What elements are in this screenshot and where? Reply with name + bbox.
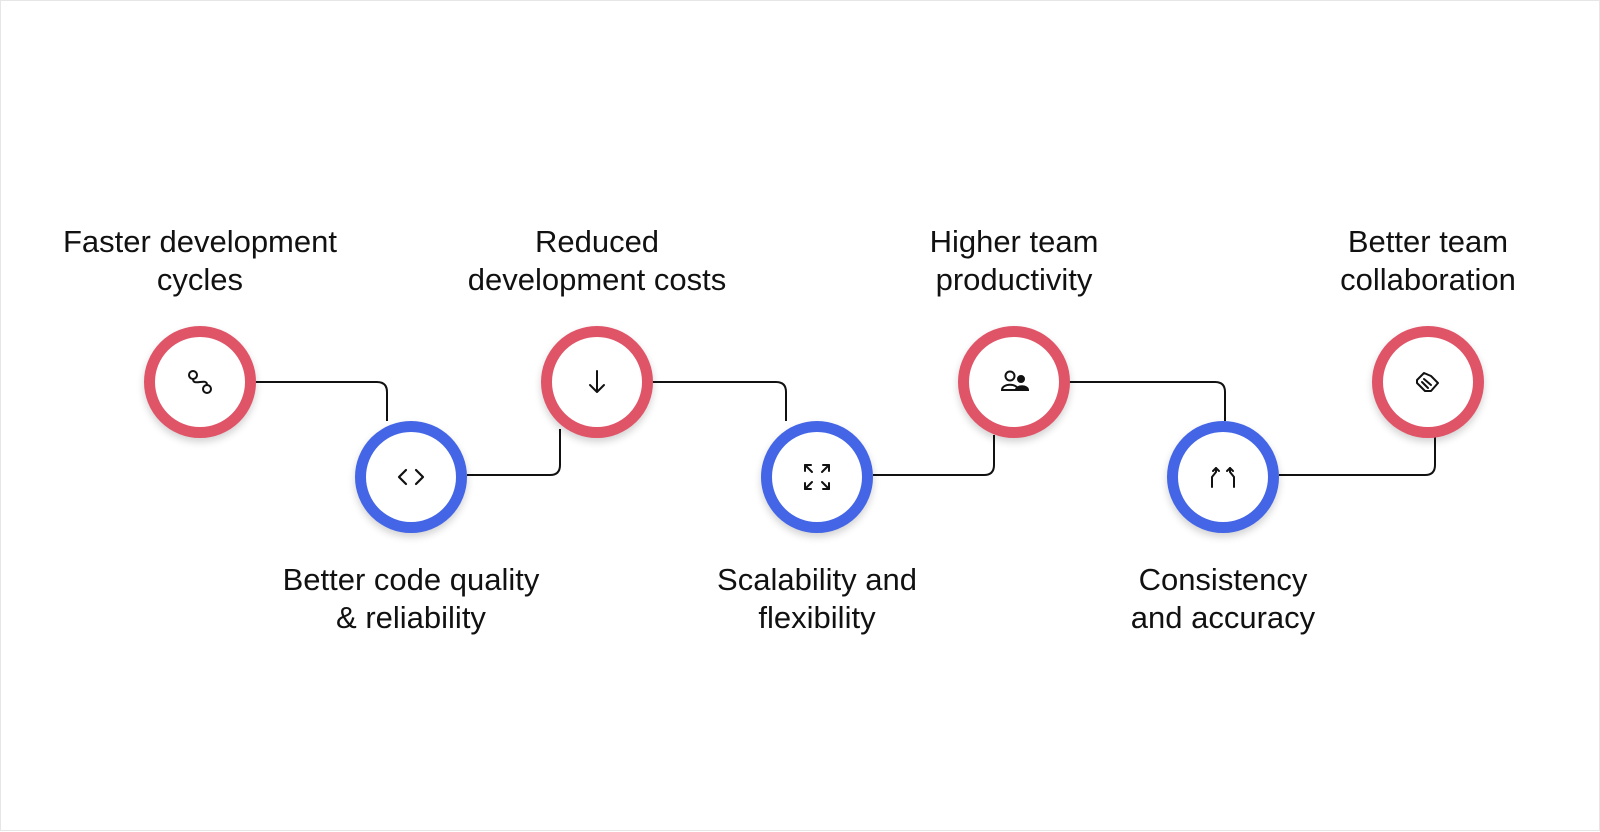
expand-icon [804,464,830,490]
label-faster-development: Faster development cycles [35,223,365,299]
label-line: Reduced [534,224,660,259]
up-arrows-icon [1211,467,1235,488]
label-line: Higher team [929,224,1099,259]
label-line: cycles [156,262,244,297]
node-team-collaboration [1372,326,1484,438]
label-consistency: Consistency and accuracy [1058,561,1388,637]
label-team-productivity: Higher team productivity [849,223,1179,299]
team-icon [1000,370,1030,391]
connector-1-2 [253,381,388,421]
label-line: Better team [1347,224,1509,259]
label-line: & reliability [336,600,486,635]
label-line: productivity [935,262,1093,297]
label-line: flexibility [758,600,876,635]
connector-2-3 [467,429,561,476]
handshake-icon [1416,372,1439,392]
node-consistency [1167,421,1279,533]
connector-6-7 [1279,437,1436,476]
node-scalability [761,421,873,533]
node-reduced-costs [541,326,653,438]
connector-3-4 [649,381,787,421]
label-code-quality: Better code quality & reliability [246,561,576,637]
node-code-quality [355,421,467,533]
label-line: development costs [467,262,727,297]
connector-5-6 [1067,381,1226,421]
label-line: Better code quality [282,562,540,597]
label-scalability: Scalability and flexibility [652,561,982,637]
label-line: Faster development [63,224,337,259]
label-reduced-costs: Reduced development costs [432,223,762,299]
label-team-collaboration: Better team collaboration [1263,223,1593,299]
label-line: collaboration [1340,262,1516,297]
label-line: Scalability and [717,562,917,597]
label-line: Consistency [1138,562,1308,597]
node-faster-development [144,326,256,438]
route-icon [188,370,212,394]
connector-4-5 [873,435,995,476]
code-brackets-icon [397,468,425,486]
label-line: and accuracy [1130,600,1316,635]
node-team-productivity [958,326,1070,438]
arrow-down-icon [589,370,605,393]
